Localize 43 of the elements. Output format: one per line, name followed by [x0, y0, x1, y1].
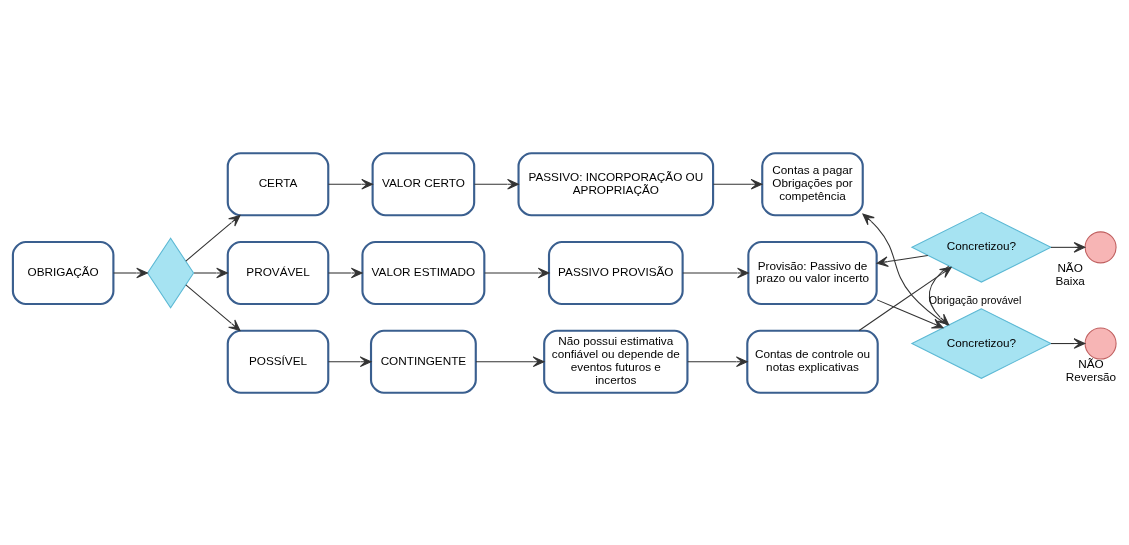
arrow: [484, 267, 550, 278]
node-box: PASSIVO PROVISÃO: [547, 240, 684, 305]
arrow: [928, 265, 950, 325]
node-label: NÃO: [1057, 260, 1083, 274]
arrow: [193, 267, 228, 278]
arrow: [876, 254, 929, 267]
node-circle: [1084, 230, 1117, 263]
node-box: CONTINGENTE: [369, 329, 477, 394]
arrow: [687, 355, 748, 367]
node-box: PROVÁVEL: [226, 240, 330, 305]
node-label: NÃO: [1078, 356, 1104, 370]
arrow: [682, 267, 749, 278]
arrow: [1050, 241, 1086, 253]
arrow: [185, 214, 241, 262]
node-box: OBRIGAÇÃO: [11, 240, 115, 305]
arrow: [185, 283, 241, 331]
arrow: [327, 355, 372, 367]
node-box: PASSIVO: INCORPORAÇÃO OU APROPRIAÇÃO: [517, 151, 715, 216]
node-box: CERTA: [226, 151, 330, 216]
arrow: [862, 213, 949, 326]
node-box: VALOR ESTIMADO: [361, 240, 486, 305]
arrow: [327, 178, 373, 190]
node-label: Reversão: [1065, 369, 1117, 383]
arrow: [473, 178, 519, 190]
node-label: Baixa: [1055, 273, 1085, 287]
node-diamond: Concretizou?: [910, 211, 1053, 283]
arrow: [1050, 337, 1086, 349]
edge-label: Obrigação provável: [928, 293, 1022, 306]
node-diamond: Concretizou?: [910, 307, 1053, 379]
node-box: Não possui estimativa confiável ou depende de eventos futuros e incertos: [543, 329, 689, 394]
node-box: Contas a pagar Obrigações por competência: [761, 151, 864, 216]
node-circle: [1084, 327, 1117, 360]
arrow: [876, 298, 944, 329]
arrow: [475, 355, 545, 367]
arrow: [858, 266, 952, 331]
node-diamond: [146, 236, 195, 309]
arrow: [712, 178, 763, 190]
node-box: Contas de controle ou notas explicativas: [746, 329, 879, 394]
arrow: [327, 267, 363, 278]
node-box: POSSÍVEL: [226, 329, 330, 394]
arrow: [112, 267, 148, 278]
node-box: Provisão: Passivo de prazo ou valor incerto: [747, 240, 878, 305]
node-box: VALOR CERTO: [371, 151, 476, 216]
